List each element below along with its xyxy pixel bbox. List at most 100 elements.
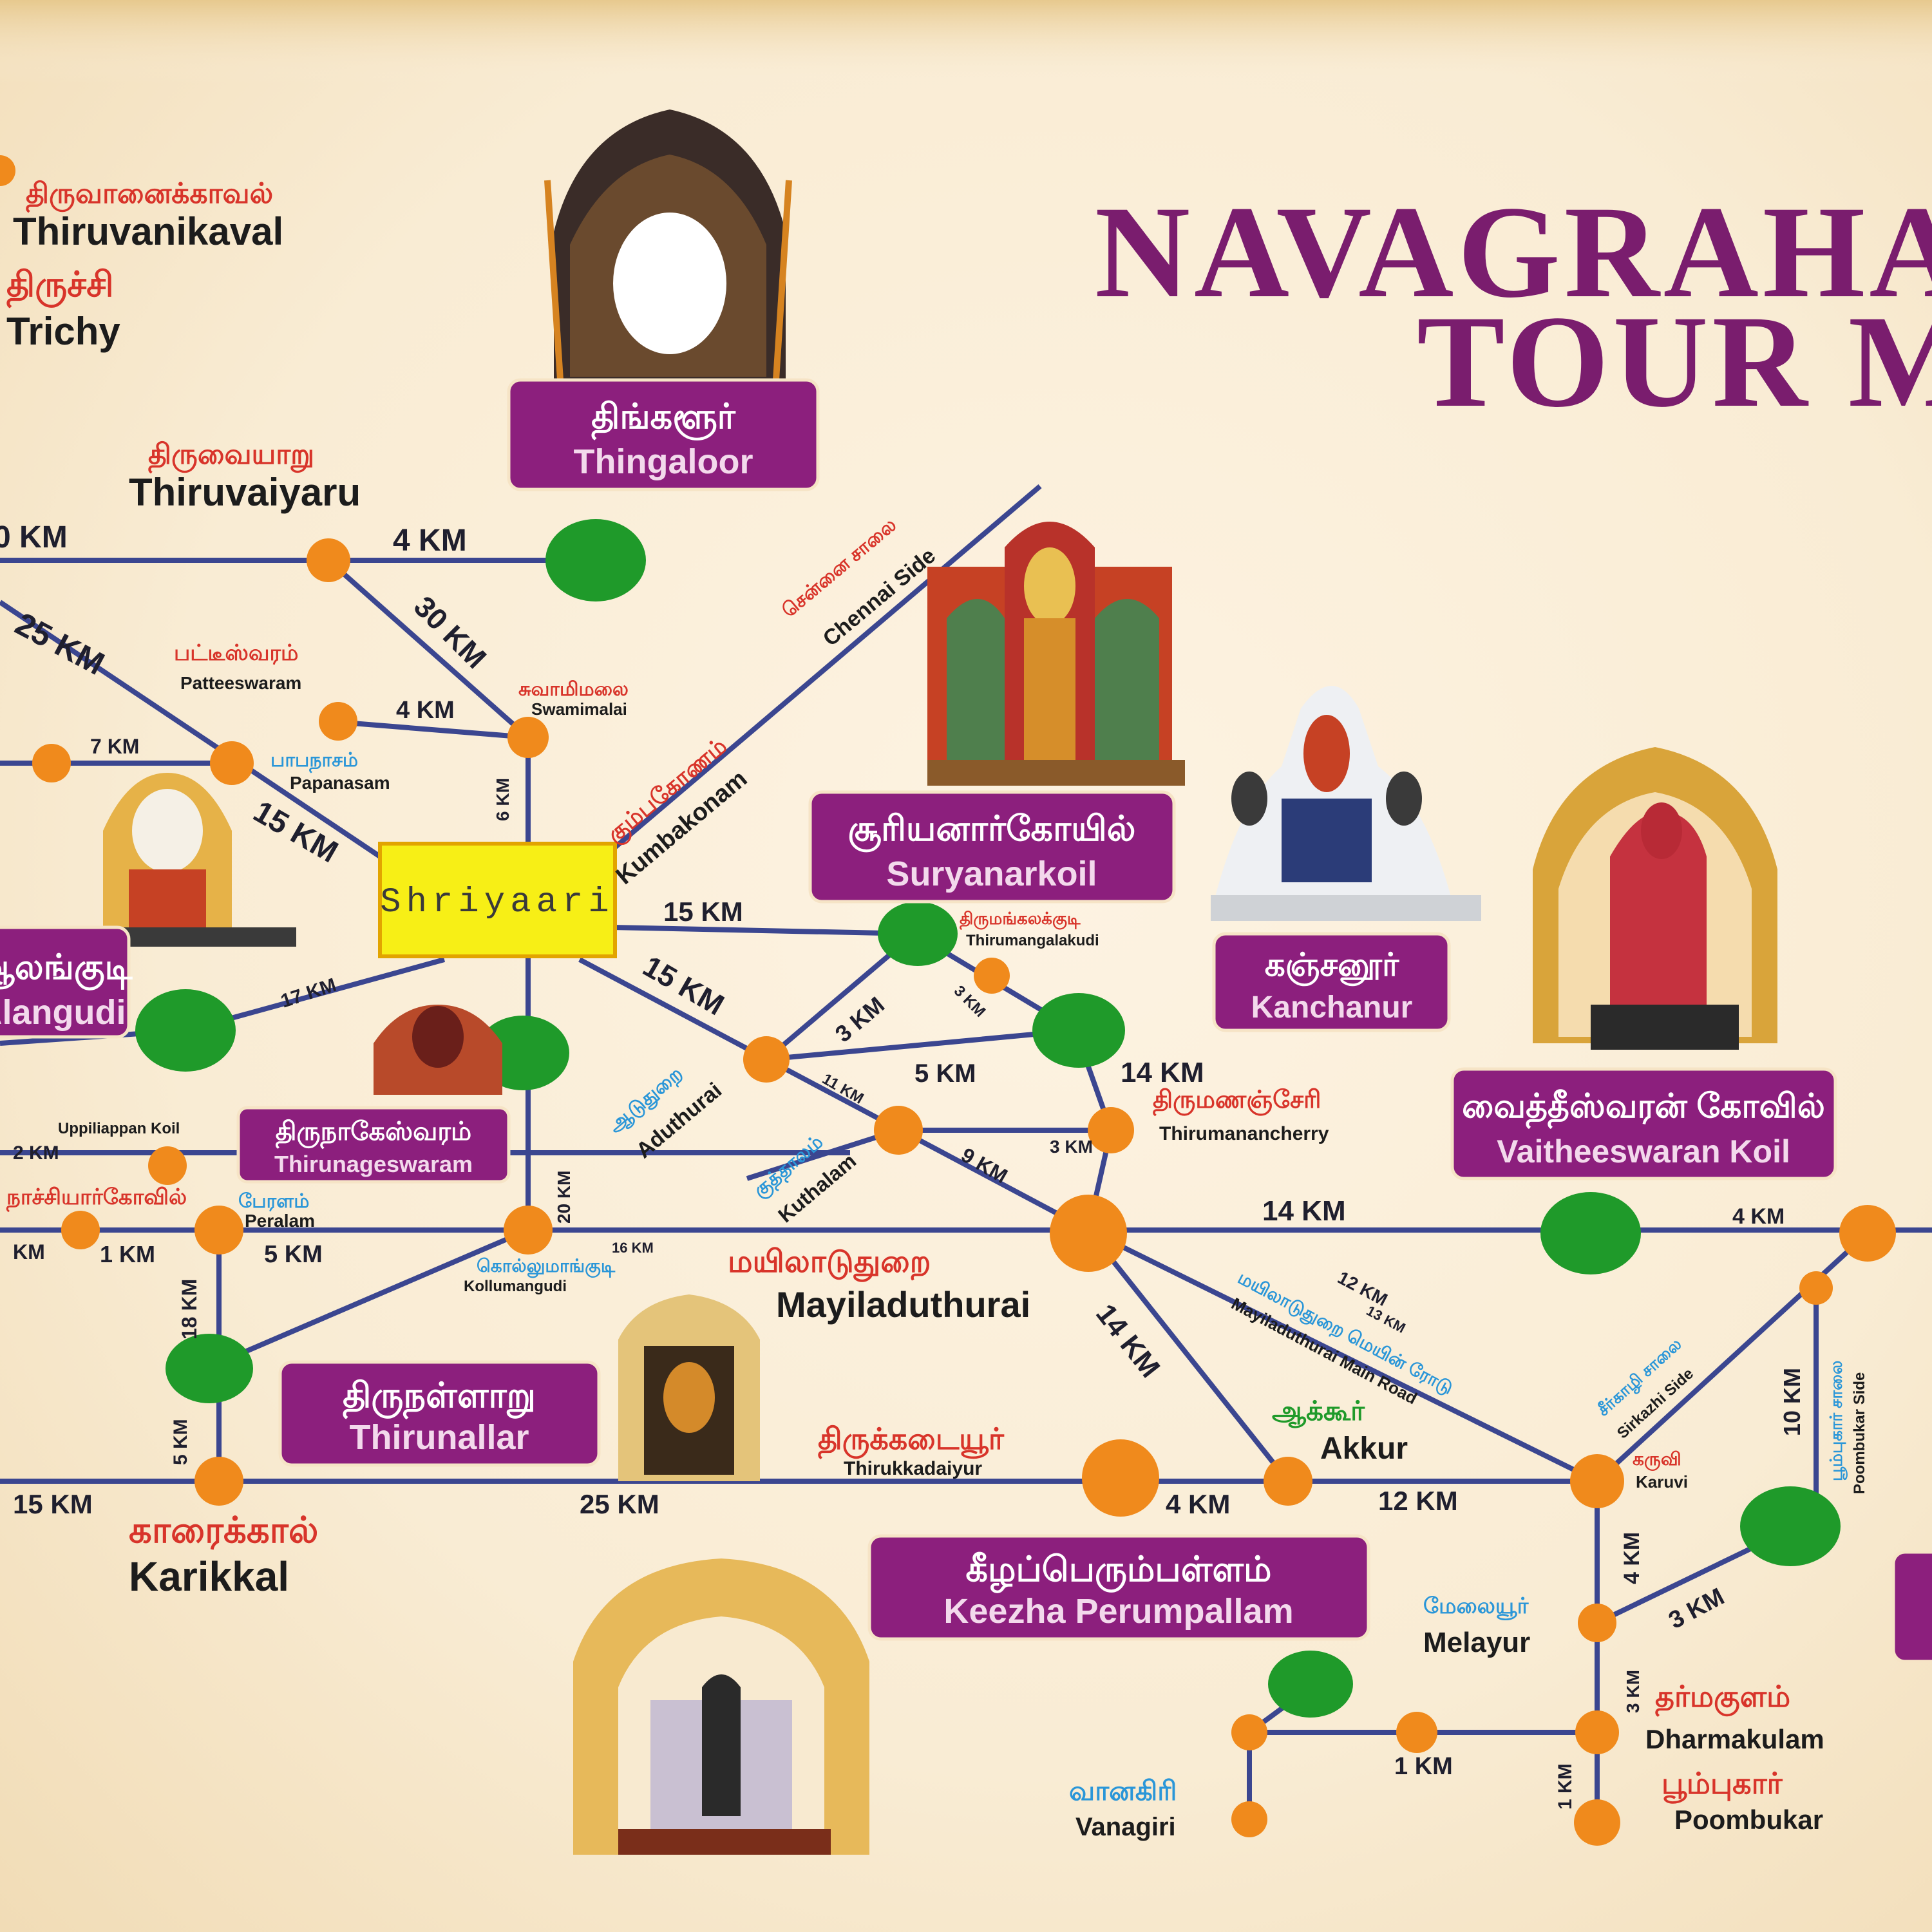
town-node[interactable] bbox=[1088, 1107, 1134, 1153]
box-alangudi-en: Alangudi bbox=[0, 993, 126, 1032]
town-node[interactable] bbox=[974, 958, 1010, 994]
deity-thingaloor-image bbox=[544, 109, 792, 381]
temple-node-keezhaperumpallam[interactable] bbox=[1268, 1651, 1353, 1718]
temple-node-alangudi[interactable] bbox=[135, 989, 236, 1072]
deity-kanchanur-image bbox=[1211, 686, 1481, 921]
temple-node-thirunallar[interactable] bbox=[166, 1334, 253, 1403]
town-node-melayur[interactable] bbox=[1578, 1604, 1616, 1642]
temple-nodes bbox=[135, 519, 1841, 1718]
distance-label: 14 KM bbox=[1121, 1057, 1204, 1088]
town-node[interactable] bbox=[874, 1106, 923, 1155]
town-node[interactable] bbox=[504, 1206, 553, 1255]
temple-node-suryanarkoil[interactable] bbox=[878, 902, 958, 966]
label-poombukar-ta: பூம்புகார் bbox=[1662, 1766, 1783, 1804]
distance-label: 30 KM bbox=[408, 589, 493, 675]
town-node[interactable] bbox=[1231, 1714, 1267, 1750]
label-akkur-ta: ஆக்கூர் bbox=[1272, 1396, 1365, 1428]
top-border-shade bbox=[0, 0, 1932, 84]
distance-label: 14 KM bbox=[1262, 1195, 1346, 1227]
road-thirunallar bbox=[205, 1227, 529, 1371]
town-node[interactable] bbox=[61, 1211, 100, 1249]
label-nachiar-ta: நாச்சியார்கோவில் bbox=[6, 1185, 187, 1212]
temple-node-vaitheeswaran[interactable] bbox=[1540, 1192, 1641, 1274]
label-poombukar-side-en: Poombukar Side bbox=[1851, 1372, 1868, 1494]
label-karaikal-en: Karikkal bbox=[129, 1553, 289, 1600]
box-thirunallar[interactable]: திருநள்ளாறு Thirunallar bbox=[278, 1360, 601, 1467]
box-suryanarkoil[interactable]: சூரியனார்கோயில் Suryanarkoil bbox=[808, 790, 1176, 904]
box-thingaloor[interactable]: திங்களூர் Thingaloor bbox=[507, 378, 820, 491]
label-dharmakulam-en: Dharmakulam bbox=[1645, 1724, 1824, 1754]
label-melayur-ta: மேலையூர் bbox=[1423, 1594, 1530, 1620]
town-node[interactable] bbox=[148, 1146, 187, 1185]
temple-node-thingaloor[interactable] bbox=[545, 519, 646, 601]
town-node-poombukar[interactable] bbox=[1574, 1799, 1620, 1846]
box-kanchanur-ta: கஞ்சனூர் bbox=[1265, 947, 1399, 986]
distance-label: 5 KM bbox=[170, 1419, 191, 1465]
box-keezhaperumpallam[interactable]: கீழப்பெரும்பள்ளம் Keezha Perumpallam bbox=[867, 1534, 1370, 1641]
town-node[interactable] bbox=[1799, 1271, 1833, 1305]
town-node-karaikal[interactable] bbox=[194, 1457, 243, 1506]
town-node-karuvi[interactable] bbox=[1570, 1454, 1624, 1508]
distance-label: 10 KM bbox=[1779, 1368, 1805, 1436]
distance-label: 1 KM bbox=[1555, 1763, 1576, 1810]
label-kollumangudi-ta: கொல்லுமாங்குடி bbox=[477, 1256, 616, 1278]
label-thirukkadaiyur-ta: திருக்கடையூர் bbox=[818, 1422, 1005, 1459]
hub-shriyaari[interactable]: Shriyaari bbox=[378, 842, 617, 958]
town-node-mayiladuthurai[interactable] bbox=[1050, 1195, 1127, 1272]
label-trichy-en: Trichy bbox=[6, 310, 120, 353]
road-patteeswaram bbox=[328, 719, 529, 740]
distance-label: 5 KM bbox=[264, 1241, 323, 1268]
distance-label: 3 KM bbox=[1623, 1670, 1643, 1713]
box-ketu-partial[interactable] bbox=[1891, 1550, 1932, 1663]
distance-label: 17 KM bbox=[278, 974, 339, 1012]
distance-label: 18 KM bbox=[178, 1279, 201, 1340]
town-node[interactable] bbox=[210, 741, 254, 785]
box-thingaloor-ta: திங்களூர் bbox=[591, 397, 736, 441]
town-node-vanagiri[interactable] bbox=[1231, 1801, 1267, 1837]
distance-label: 6 KM bbox=[493, 778, 513, 821]
town-node-akkur[interactable] bbox=[1264, 1457, 1312, 1506]
label-mayiladuthurai-en: Mayiladuthurai bbox=[776, 1284, 1030, 1325]
box-kanchanur[interactable]: கஞ்சனூர் Kanchanur bbox=[1212, 932, 1451, 1032]
deity-keezhaperumpallam-image bbox=[573, 1558, 869, 1855]
road-15km-diag bbox=[578, 957, 1090, 1233]
distance-label: 9 KM bbox=[958, 1143, 1012, 1188]
label-thiruvanikaval-en: Thiruvanikaval bbox=[13, 210, 283, 253]
label-karaikal-ta: காரைக்கால் bbox=[129, 1510, 318, 1551]
distance-label: 1 KM bbox=[1394, 1753, 1453, 1780]
box-keezhaperumpallam-ta: கீழப்பெரும்பள்ளம் bbox=[966, 1550, 1272, 1593]
town-node[interactable] bbox=[307, 538, 350, 582]
label-dharmakulam-ta: தர்மகுளம் bbox=[1655, 1680, 1790, 1717]
town-node[interactable] bbox=[507, 717, 549, 758]
box-vaitheeswaran-ta: வைத்தீஸ்வரன் கோவில் bbox=[1462, 1088, 1825, 1130]
town-node[interactable] bbox=[1839, 1205, 1896, 1262]
distance-label: 0 KM bbox=[0, 520, 68, 554]
road-kuthalam bbox=[746, 1128, 900, 1181]
town-node[interactable] bbox=[743, 1036, 790, 1083]
label-thiruvaiyaru-ta: திருவையாறு bbox=[148, 439, 314, 473]
box-vaitheeswaran[interactable]: வைத்தீஸ்வரன் கோவில் Vaitheeswaran Koil bbox=[1450, 1067, 1837, 1180]
box-alangudi[interactable]: ஆலங்குடி Alangudi bbox=[0, 925, 133, 1039]
town-node[interactable] bbox=[319, 702, 357, 741]
label-patteeswaram-ta: பட்டீஸ்வரம் bbox=[174, 641, 298, 665]
distance-label: 3 KM bbox=[1665, 1583, 1729, 1634]
distance-label: 25 KM bbox=[580, 1489, 659, 1519]
box-thirunageswaram[interactable]: திருநாகேஸ்வரம் Thirunageswaram bbox=[236, 1106, 511, 1184]
temple-node-ketu[interactable] bbox=[1740, 1486, 1841, 1566]
town-node-thiruvanikaval[interactable] bbox=[0, 155, 15, 186]
road-thiruvaiyaru-swamimalai bbox=[327, 558, 530, 739]
label-swamimalai-ta: சுவாமிமலை bbox=[518, 679, 629, 700]
label-trichy-ta: திருச்சி bbox=[6, 265, 113, 309]
distance-label: 20 KM bbox=[554, 1171, 574, 1224]
deity-vaitheeswaran-image bbox=[1533, 747, 1777, 1050]
temple-node-kanchanur[interactable] bbox=[1032, 993, 1125, 1068]
town-node-thirukkadaiyur[interactable] bbox=[1082, 1439, 1159, 1517]
town-node[interactable] bbox=[32, 744, 71, 782]
label-uppiliappan-en: Uppiliappan Koil bbox=[58, 1120, 180, 1137]
town-node[interactable] bbox=[194, 1206, 243, 1255]
town-node-dharmakulam[interactable] bbox=[1575, 1710, 1619, 1754]
label-peralam-ta: பேரளம் bbox=[238, 1191, 309, 1212]
label-thirumanancheri-en: Thirumanancherry bbox=[1159, 1123, 1329, 1144]
hub-box[interactable] bbox=[378, 842, 617, 958]
town-node[interactable] bbox=[1396, 1712, 1437, 1753]
